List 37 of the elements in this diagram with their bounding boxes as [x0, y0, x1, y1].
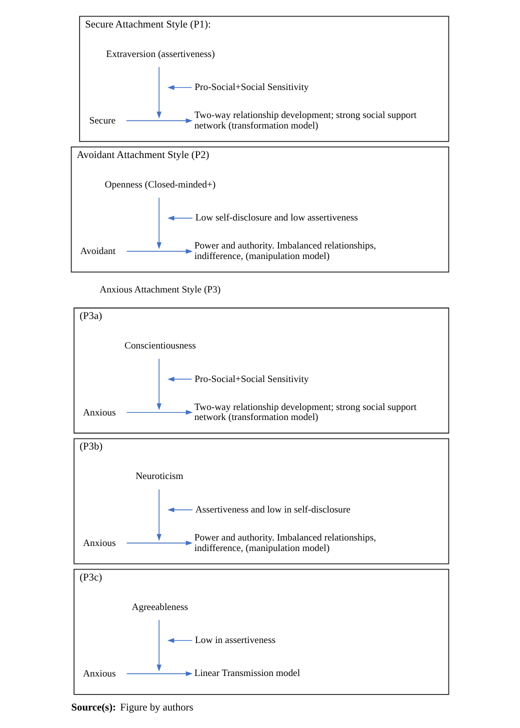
- arrow: [126, 410, 193, 415]
- node-text: Power and authority. Imbalanced relationships, indifference, (manipulation model): [194, 532, 376, 554]
- arrow: [126, 540, 193, 546]
- node-text: Two-way relationship development; strong social support network (transformation model): [194, 110, 417, 132]
- node-text: Low self-disclosure and low assertiveness: [195, 212, 358, 224]
- node-text: Neuroticism: [136, 471, 184, 482]
- node-text: Extraversion (assertiveness): [106, 48, 215, 60]
- node-text: Anxious: [83, 407, 116, 418]
- arrow: [167, 216, 193, 221]
- node-text: Agreeableness: [132, 602, 188, 613]
- arrow: [156, 197, 162, 250]
- caption: Source(s): Figure by authors: [71, 702, 194, 714]
- arrow: [126, 248, 193, 254]
- arrow: [167, 638, 193, 643]
- node-text: Assertiveness and low in self-disclosure: [195, 504, 350, 516]
- node-text: Power and authority. Imbalanced relationships, indifference, (manipulation model): [194, 240, 376, 262]
- arrow: [156, 358, 162, 410]
- node-text: Two-way relationship development; strong social support network (transformation model): [194, 402, 417, 424]
- arrow: [156, 66, 162, 118]
- arrow: [167, 376, 192, 382]
- arrow: [167, 507, 193, 512]
- node-text: Linear Transmission model: [194, 668, 300, 680]
- node-text: Anxious: [83, 668, 116, 680]
- arrow: [156, 488, 162, 541]
- node-text: Openness (Closed-minded+): [104, 180, 216, 191]
- label: Anxious Attachment Style (P3): [100, 284, 221, 296]
- node-text: Anxious: [83, 538, 116, 549]
- node-text: Secure: [89, 116, 116, 127]
- node-text: Low in assertiveness: [195, 635, 276, 646]
- arrow: [126, 118, 193, 124]
- arrow: [126, 671, 193, 676]
- node-text: Avoidant: [80, 246, 116, 258]
- node-text: Pro-Social+Social Sensitivity: [194, 374, 309, 385]
- node-text: Pro-Social+Social Sensitivity: [194, 82, 309, 94]
- arrow: [156, 620, 162, 672]
- node-text: Conscientiousness: [124, 340, 196, 352]
- arrow: [167, 85, 192, 90]
